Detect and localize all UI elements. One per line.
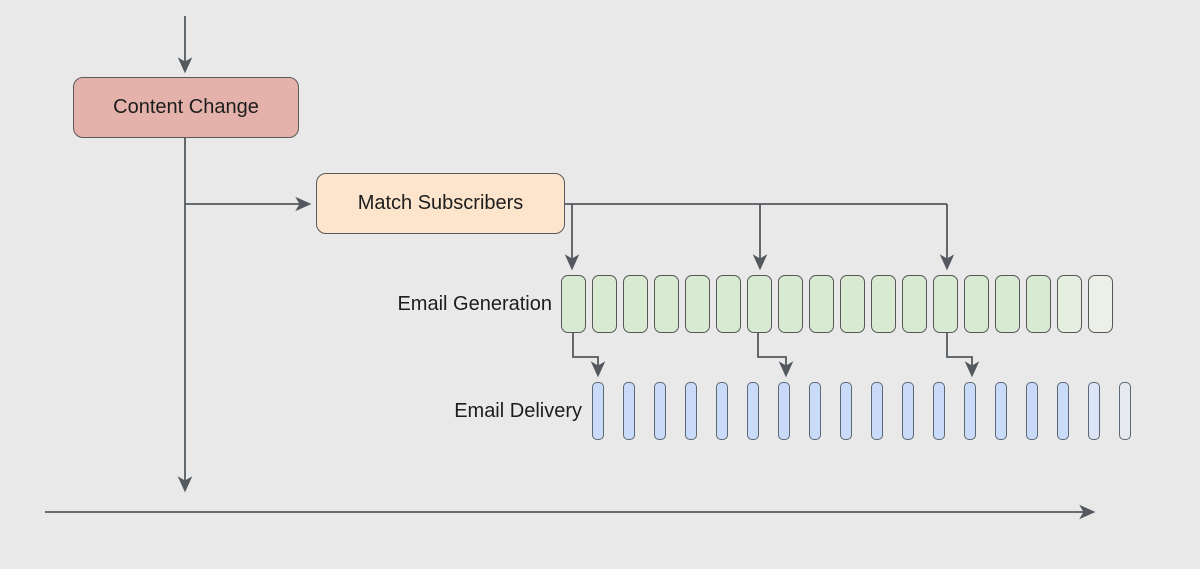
generation-task-box [592, 275, 617, 333]
generation-task-box [809, 275, 834, 333]
generation-task-box [716, 275, 741, 333]
delivery-task-box [964, 382, 976, 440]
generation-task-box [1057, 275, 1082, 333]
email-delivery-row [592, 382, 1131, 440]
generation-task-box [561, 275, 586, 333]
generation-task-box [933, 275, 958, 333]
generation-task-box [685, 275, 710, 333]
email-delivery-label: Email Delivery [454, 400, 582, 422]
delivery-task-box [840, 382, 852, 440]
generation-task-box [654, 275, 679, 333]
delivery-task-box [592, 382, 604, 440]
generation-task-box [902, 275, 927, 333]
delivery-task-box [685, 382, 697, 440]
generation-to-delivery-arrow-2 [757, 333, 794, 378]
delivery-task-box [902, 382, 914, 440]
match-subscribers-node[interactable]: Match Subscribers [316, 173, 565, 234]
email-generation-row [561, 275, 1113, 333]
delivery-task-box [995, 382, 1007, 440]
delivery-task-box [716, 382, 728, 440]
delivery-task-box [778, 382, 790, 440]
generation-task-box [747, 275, 772, 333]
generation-task-box [623, 275, 648, 333]
generation-task-box [871, 275, 896, 333]
generation-task-box [964, 275, 989, 333]
generation-task-box [1088, 275, 1113, 333]
generation-task-box [995, 275, 1020, 333]
match-subscribers-label: Match Subscribers [357, 192, 524, 214]
delivery-task-box [871, 382, 883, 440]
content-change-label: Content Change [113, 96, 259, 118]
generation-to-delivery-arrow-3 [946, 333, 980, 378]
email-generation-label: Email Generation [397, 293, 552, 315]
delivery-task-box [654, 382, 666, 440]
content-change-node[interactable]: Content Change [73, 77, 299, 138]
delivery-task-box [623, 382, 635, 440]
generation-task-box [778, 275, 803, 333]
delivery-task-box [1026, 382, 1038, 440]
delivery-task-box [933, 382, 945, 440]
delivery-task-box [809, 382, 821, 440]
generation-to-delivery-arrow-1 [572, 333, 606, 378]
delivery-task-box [1119, 382, 1131, 440]
generation-task-box [1026, 275, 1051, 333]
generation-task-box [840, 275, 865, 333]
delivery-task-box [1088, 382, 1100, 440]
delivery-task-box [1057, 382, 1069, 440]
delivery-task-box [747, 382, 759, 440]
